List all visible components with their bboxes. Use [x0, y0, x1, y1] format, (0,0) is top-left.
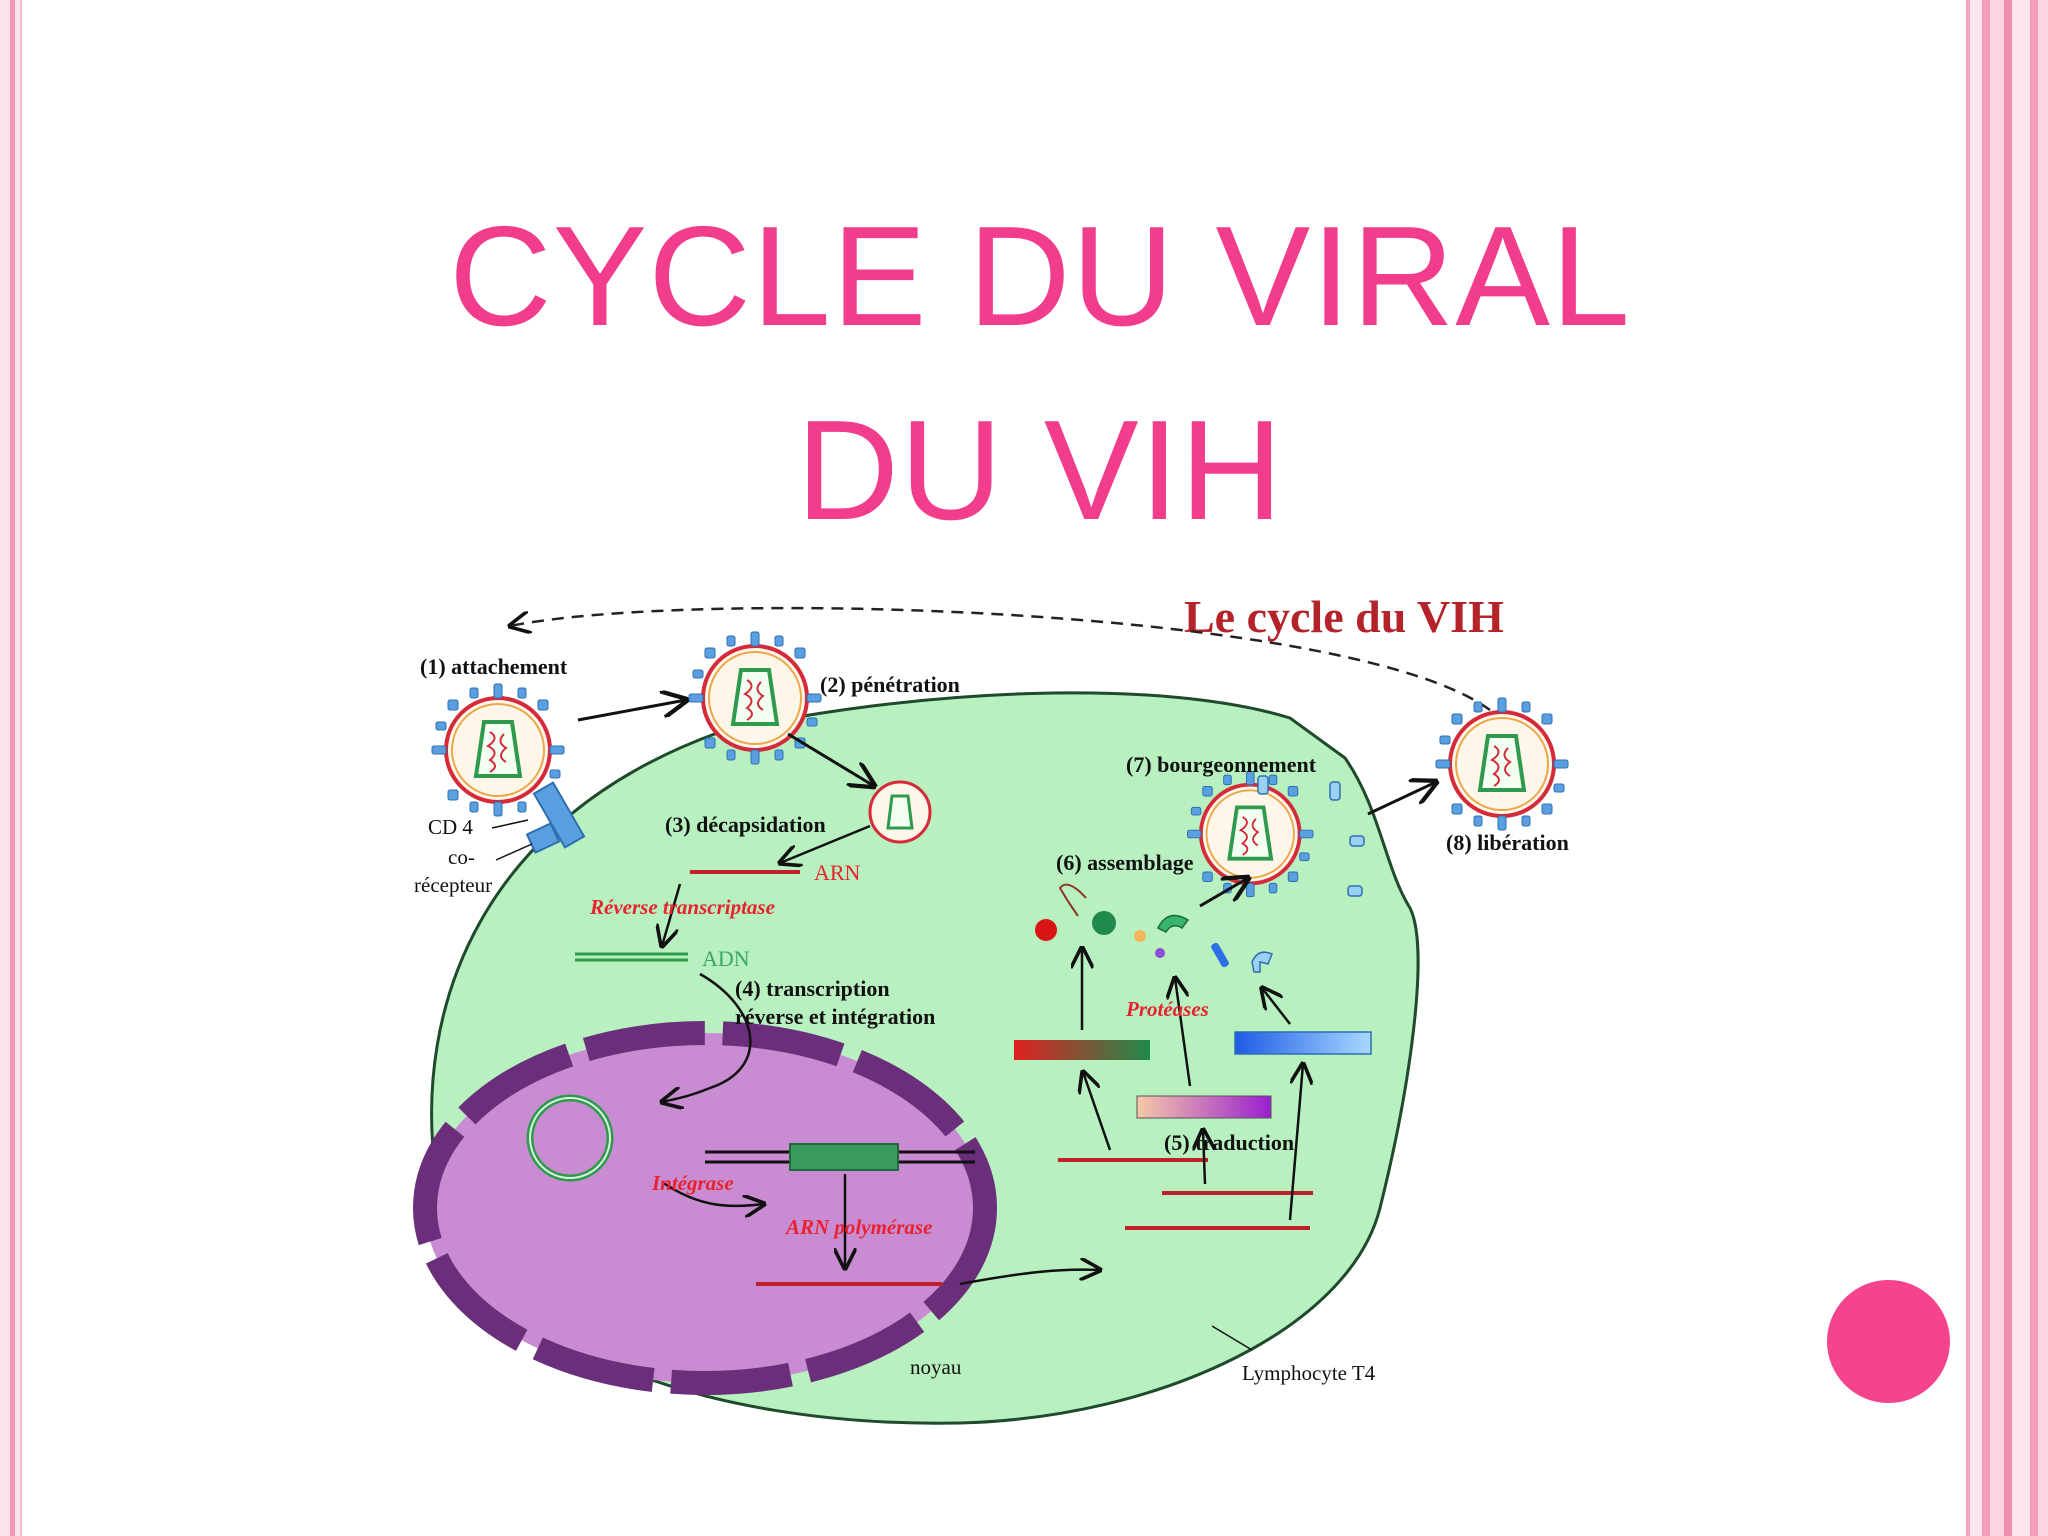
left-decorative-border — [0, 0, 26, 1536]
virion-budding — [1188, 771, 1313, 896]
component-red — [1035, 919, 1057, 941]
integrase-label: Intégrase — [651, 1171, 734, 1195]
virion-liberation — [1436, 698, 1568, 830]
coreceptor-label-line1: co- — [448, 845, 475, 869]
proteases-label: Protéases — [1125, 997, 1209, 1021]
protein-precursor — [1137, 1096, 1271, 1118]
step-4-label-line1: (4) transcription — [735, 976, 890, 1001]
step-4-label-line2: réverse et intégration — [735, 1004, 935, 1029]
coreceptor-label-line2: récepteur — [414, 873, 492, 897]
cd4-label: CD 4 — [428, 815, 473, 839]
protein-env — [1235, 1032, 1371, 1054]
step-6-label: (6) assemblage — [1056, 850, 1194, 875]
capsid-core — [888, 796, 912, 828]
arn-polymerase-label: ARN polymérase — [784, 1215, 932, 1239]
hiv-cycle-diagram: Le cycle du VIH — [400, 568, 1650, 1428]
virion-penetration — [689, 632, 821, 764]
protein-gag-pol — [1014, 1040, 1150, 1060]
reverse-transcriptase-label: Réverse transcriptase — [589, 895, 775, 919]
nucleus-label: noyau — [910, 1355, 962, 1379]
lymphocyte-label: Lymphocyte T4 — [1242, 1361, 1376, 1385]
component-green — [1092, 911, 1116, 935]
step-3-label: (3) décapsidation — [665, 812, 826, 837]
slide-title-line-2: DU VIH — [200, 400, 1880, 542]
step-1-label: (1) attachement — [420, 654, 568, 679]
right-decorative-border — [1960, 0, 2048, 1536]
step-5-label: (5) traduction — [1164, 1130, 1294, 1155]
component-purple — [1155, 948, 1165, 958]
decorative-pink-dot — [1827, 1280, 1950, 1403]
slide-title-line-1: CYCLE DU VIRAL — [200, 206, 1880, 348]
step-2-label: (2) pénétration — [820, 672, 960, 697]
step-8-label: (8) libération — [1446, 830, 1569, 855]
component-orange — [1134, 930, 1146, 942]
integrated-provirus — [790, 1144, 898, 1170]
step-7-label: (7) bourgeonnement — [1126, 752, 1317, 777]
diagram-heading: Le cycle du VIH — [1184, 591, 1504, 642]
arn-label: ARN — [814, 860, 861, 885]
adn-label: ADN — [702, 946, 750, 971]
